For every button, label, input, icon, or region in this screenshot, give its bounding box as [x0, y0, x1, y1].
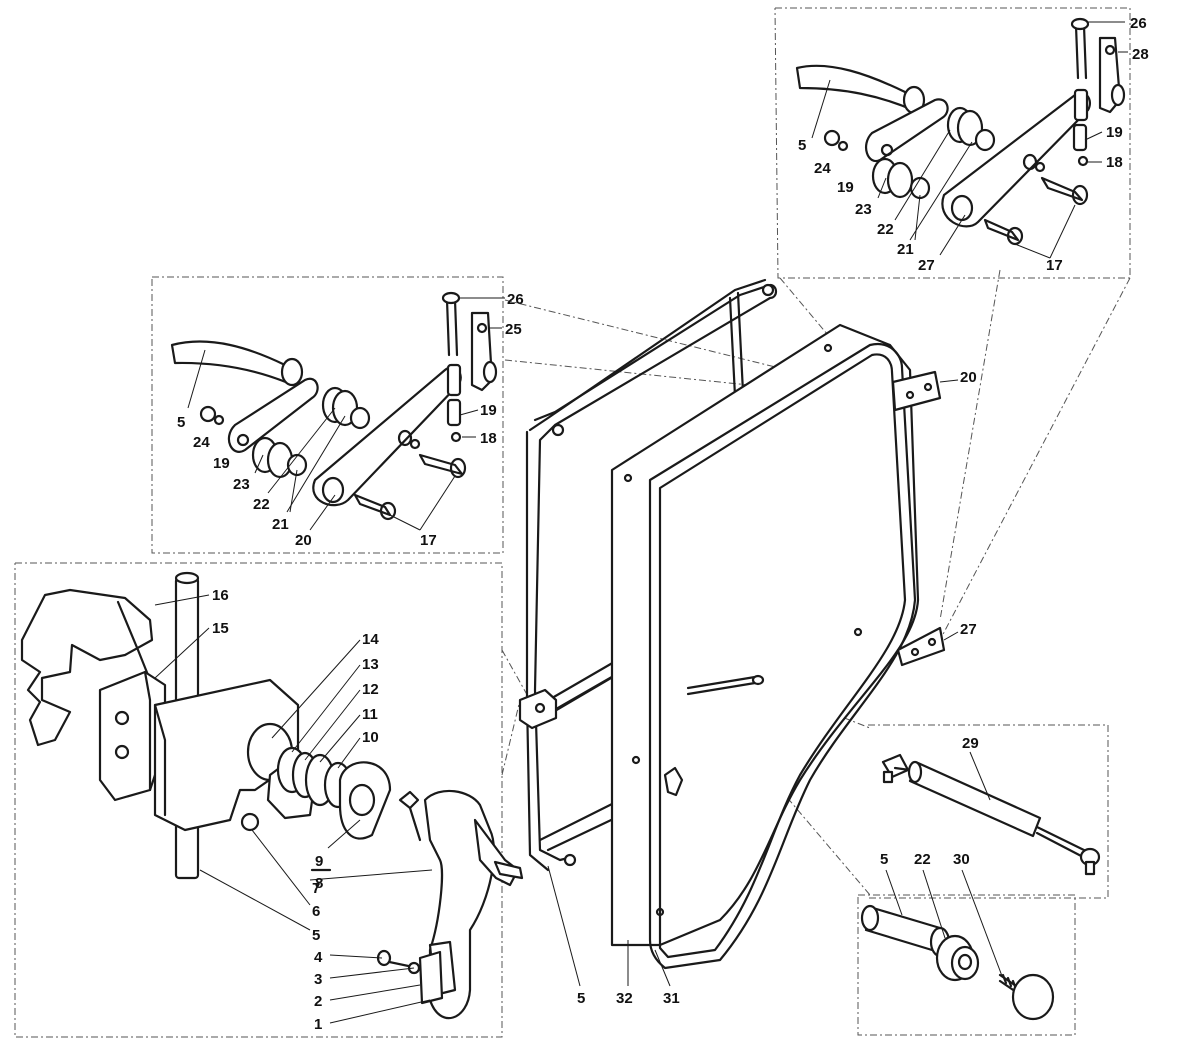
latch-handle-detail: 16 15 14 13 12 11 10 9 8 7 6 5 4 3 2 1: [20, 571, 524, 1033]
callout-6: 6: [312, 903, 320, 920]
callout-15: 15: [212, 620, 229, 637]
callout-19: 19: [837, 179, 854, 196]
callout-26: 26: [507, 291, 524, 308]
callout-17: 17: [1046, 257, 1063, 274]
callout-20: 20: [295, 532, 312, 549]
pin-detail: 5 22 30: [860, 851, 1055, 1021]
callout-19: 19: [1106, 124, 1123, 141]
callout-27: 27: [960, 621, 977, 638]
callout-22: 22: [914, 851, 931, 868]
callout-21: 21: [897, 241, 914, 258]
callout-9: 9: [315, 853, 323, 870]
hinge-detail-lower: 26 25 5 24 19 19 18 23 22 21 20 17: [170, 291, 524, 549]
callout-27: 27: [918, 257, 935, 274]
callout-25: 25: [505, 321, 522, 338]
callout-2: 2: [314, 993, 322, 1010]
callout-10: 10: [362, 729, 379, 746]
callout-5: 5: [177, 414, 185, 431]
hinge-detail-upper: 26 28 5 24 19 19 18 23 22 21 27 17: [795, 15, 1149, 274]
callout-8: 8: [315, 875, 323, 892]
callout-21: 21: [272, 516, 289, 533]
callout-3: 3: [314, 971, 322, 988]
gas-strut-detail: 29: [881, 735, 1101, 876]
callout-1: 1: [314, 1016, 322, 1033]
door-frame-assembly: 20 27 5 32 31: [518, 278, 977, 1007]
callout-19: 19: [480, 402, 497, 419]
callout-19: 19: [213, 455, 230, 472]
callout-11: 11: [362, 706, 378, 723]
callout-31: 31: [663, 990, 680, 1007]
callout-13: 13: [362, 656, 379, 673]
detail-boundaries: [14, 7, 1131, 1038]
callout-26: 26: [1130, 15, 1147, 32]
callout-28: 28: [1132, 46, 1149, 63]
callout-20: 20: [960, 369, 977, 386]
callout-29: 29: [962, 735, 979, 752]
callout-5: 5: [312, 927, 320, 944]
callout-23: 23: [233, 476, 250, 493]
callout-22: 22: [253, 496, 270, 513]
callout-7: 7: [312, 880, 320, 897]
callout-5: 5: [577, 990, 585, 1007]
callout-24: 24: [814, 160, 831, 177]
callout-16: 16: [212, 587, 229, 604]
callout-17: 17: [420, 532, 437, 549]
callout-5: 5: [798, 137, 806, 154]
callout-18: 18: [1106, 154, 1123, 171]
callout-30: 30: [953, 851, 970, 868]
callout-18: 18: [480, 430, 497, 447]
callout-24: 24: [193, 434, 210, 451]
callout-22: 22: [877, 221, 894, 238]
callout-14: 14: [362, 631, 379, 648]
callout-4: 4: [314, 949, 323, 966]
callout-12: 12: [362, 681, 379, 698]
callout-32: 32: [616, 990, 633, 1007]
callout-23: 23: [855, 201, 872, 218]
callout-5: 5: [880, 851, 888, 868]
